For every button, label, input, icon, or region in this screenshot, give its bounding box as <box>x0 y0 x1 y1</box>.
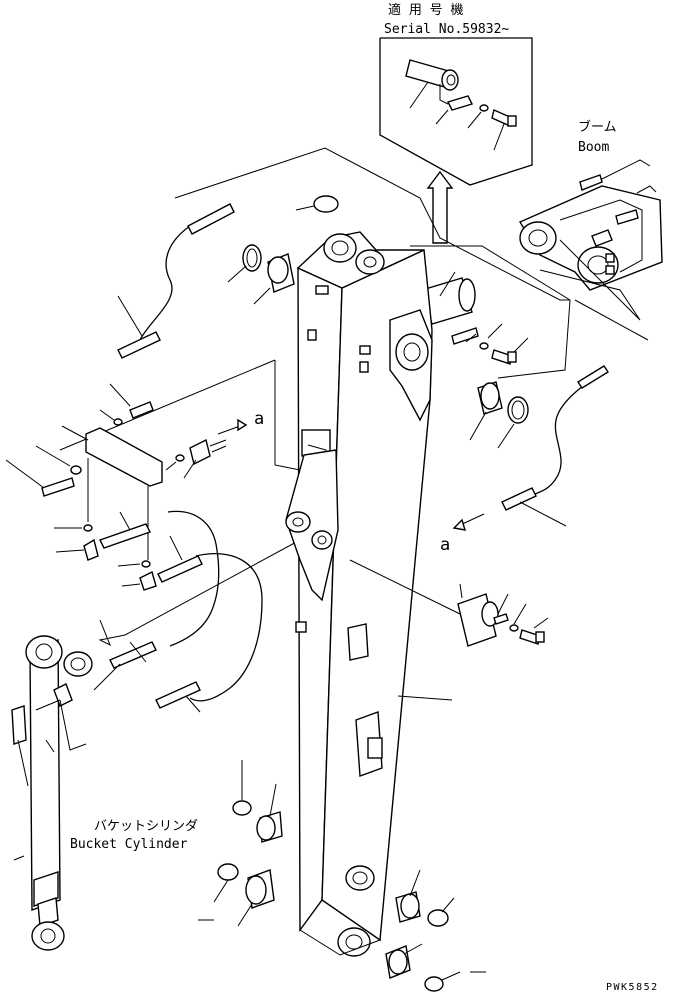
lower-right-bushings <box>385 869 486 992</box>
inset-label-en: Serial No.59832~ <box>384 22 509 37</box>
boom-outline-line <box>539 239 641 321</box>
inset-arrow <box>426 170 454 244</box>
boom-structure <box>518 159 663 291</box>
bucket-cylinder <box>11 635 93 951</box>
serial-inset-box <box>379 37 533 186</box>
lower-left-bushings <box>198 760 283 927</box>
callout-a-lower: a <box>440 513 485 555</box>
right-hose <box>501 365 609 527</box>
arm-top-pin-group <box>421 271 529 365</box>
bucket-cylinder-label-en: Bucket Cylinder <box>70 837 188 852</box>
upper-bushings <box>227 195 339 305</box>
arm-body <box>285 231 433 957</box>
callout-a-lower-label: a <box>440 535 450 555</box>
inset-label-jp: 適 用 号 機 <box>388 2 463 18</box>
callout-a-upper-label: a <box>254 409 264 429</box>
callout-a-upper: a <box>217 409 264 435</box>
boom-label-en: Boom <box>578 140 609 155</box>
lower-right-pin-group <box>349 559 549 647</box>
inset-pin-icon <box>405 59 459 105</box>
upper-left-hose <box>117 203 235 359</box>
right-bushings <box>469 381 529 449</box>
drawing-code: PWK5852 <box>606 982 659 993</box>
bucket-cylinder-label-jp: バケットシリンダ <box>94 819 198 834</box>
left-fittings <box>5 383 227 591</box>
mid-hoses <box>93 510 263 713</box>
arm-leader-line <box>397 695 453 701</box>
boom-label-jp: ブーム <box>578 119 617 135</box>
